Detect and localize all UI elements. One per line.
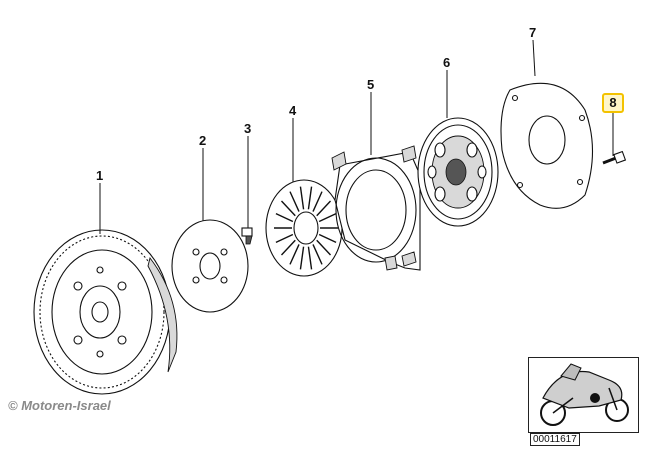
callout-7: 7 (529, 25, 536, 40)
thumbnail (528, 357, 639, 433)
diaphragm-spring-icon (265, 179, 343, 277)
carrier-plate-icon (500, 82, 594, 209)
callout-6: 6 (443, 55, 450, 70)
plate-icon (171, 219, 249, 313)
spring-finger (316, 239, 332, 256)
screw-icon (602, 150, 627, 165)
spring-finger (318, 213, 337, 223)
spring-finger (275, 213, 294, 223)
callout-5: 5 (367, 77, 374, 92)
highlight-box (602, 93, 624, 113)
callout-3: 3 (244, 121, 251, 136)
spring-finger (312, 244, 323, 265)
leader-lines (99, 39, 614, 234)
motorcycle-icon (540, 363, 629, 426)
flywheel-icon (33, 229, 178, 395)
bolt-icon (241, 227, 253, 245)
spring-finger (280, 239, 296, 256)
callout-4: 4 (289, 103, 297, 118)
spring-finger (318, 233, 337, 243)
spring-finger (307, 186, 313, 210)
spring-finger (289, 244, 300, 265)
spring-finger (280, 200, 296, 217)
callout-labels: 1 2 3 4 5 6 7 (96, 25, 536, 183)
spring-finger (275, 233, 294, 243)
spring-finger (312, 191, 323, 212)
spring-finger (307, 246, 313, 270)
callout-1: 1 (96, 168, 103, 183)
spring-finger (299, 186, 305, 210)
drawing-number: 00011617 (530, 433, 580, 446)
callout-8[interactable]: 8 (609, 95, 617, 110)
callout-2: 2 (199, 133, 206, 148)
clutch-disc-icon (417, 117, 499, 227)
spring-finger (289, 191, 300, 212)
spring-finger (316, 200, 332, 217)
copyright-notice: © Motoren-Israel (8, 398, 111, 413)
spring-finger (299, 246, 305, 270)
pressure-plate-icon (331, 145, 421, 271)
